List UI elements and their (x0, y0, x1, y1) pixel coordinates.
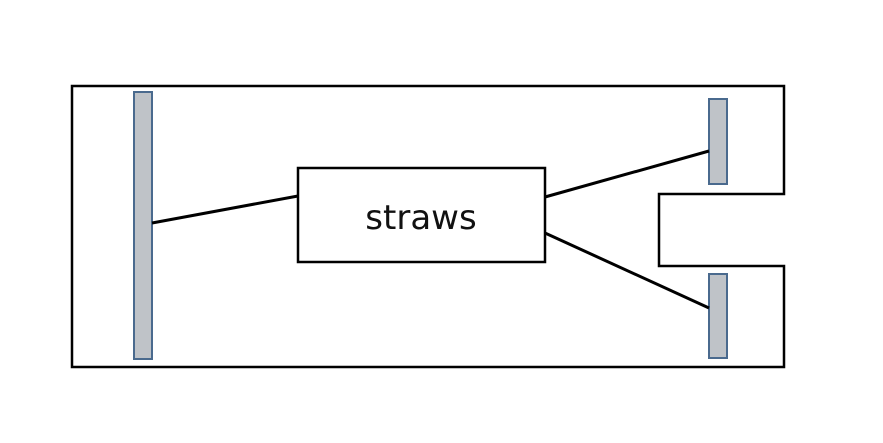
housing-outline (70, 84, 786, 369)
straws-label: straws (365, 198, 476, 238)
right-bottom-plate (708, 273, 728, 359)
connector-right-top (544, 149, 710, 199)
connector-right-bottom (544, 231, 710, 310)
left-plate (133, 91, 153, 360)
connector-left (151, 194, 299, 225)
straws-box (296, 166, 547, 264)
right-top-plate (708, 98, 728, 185)
